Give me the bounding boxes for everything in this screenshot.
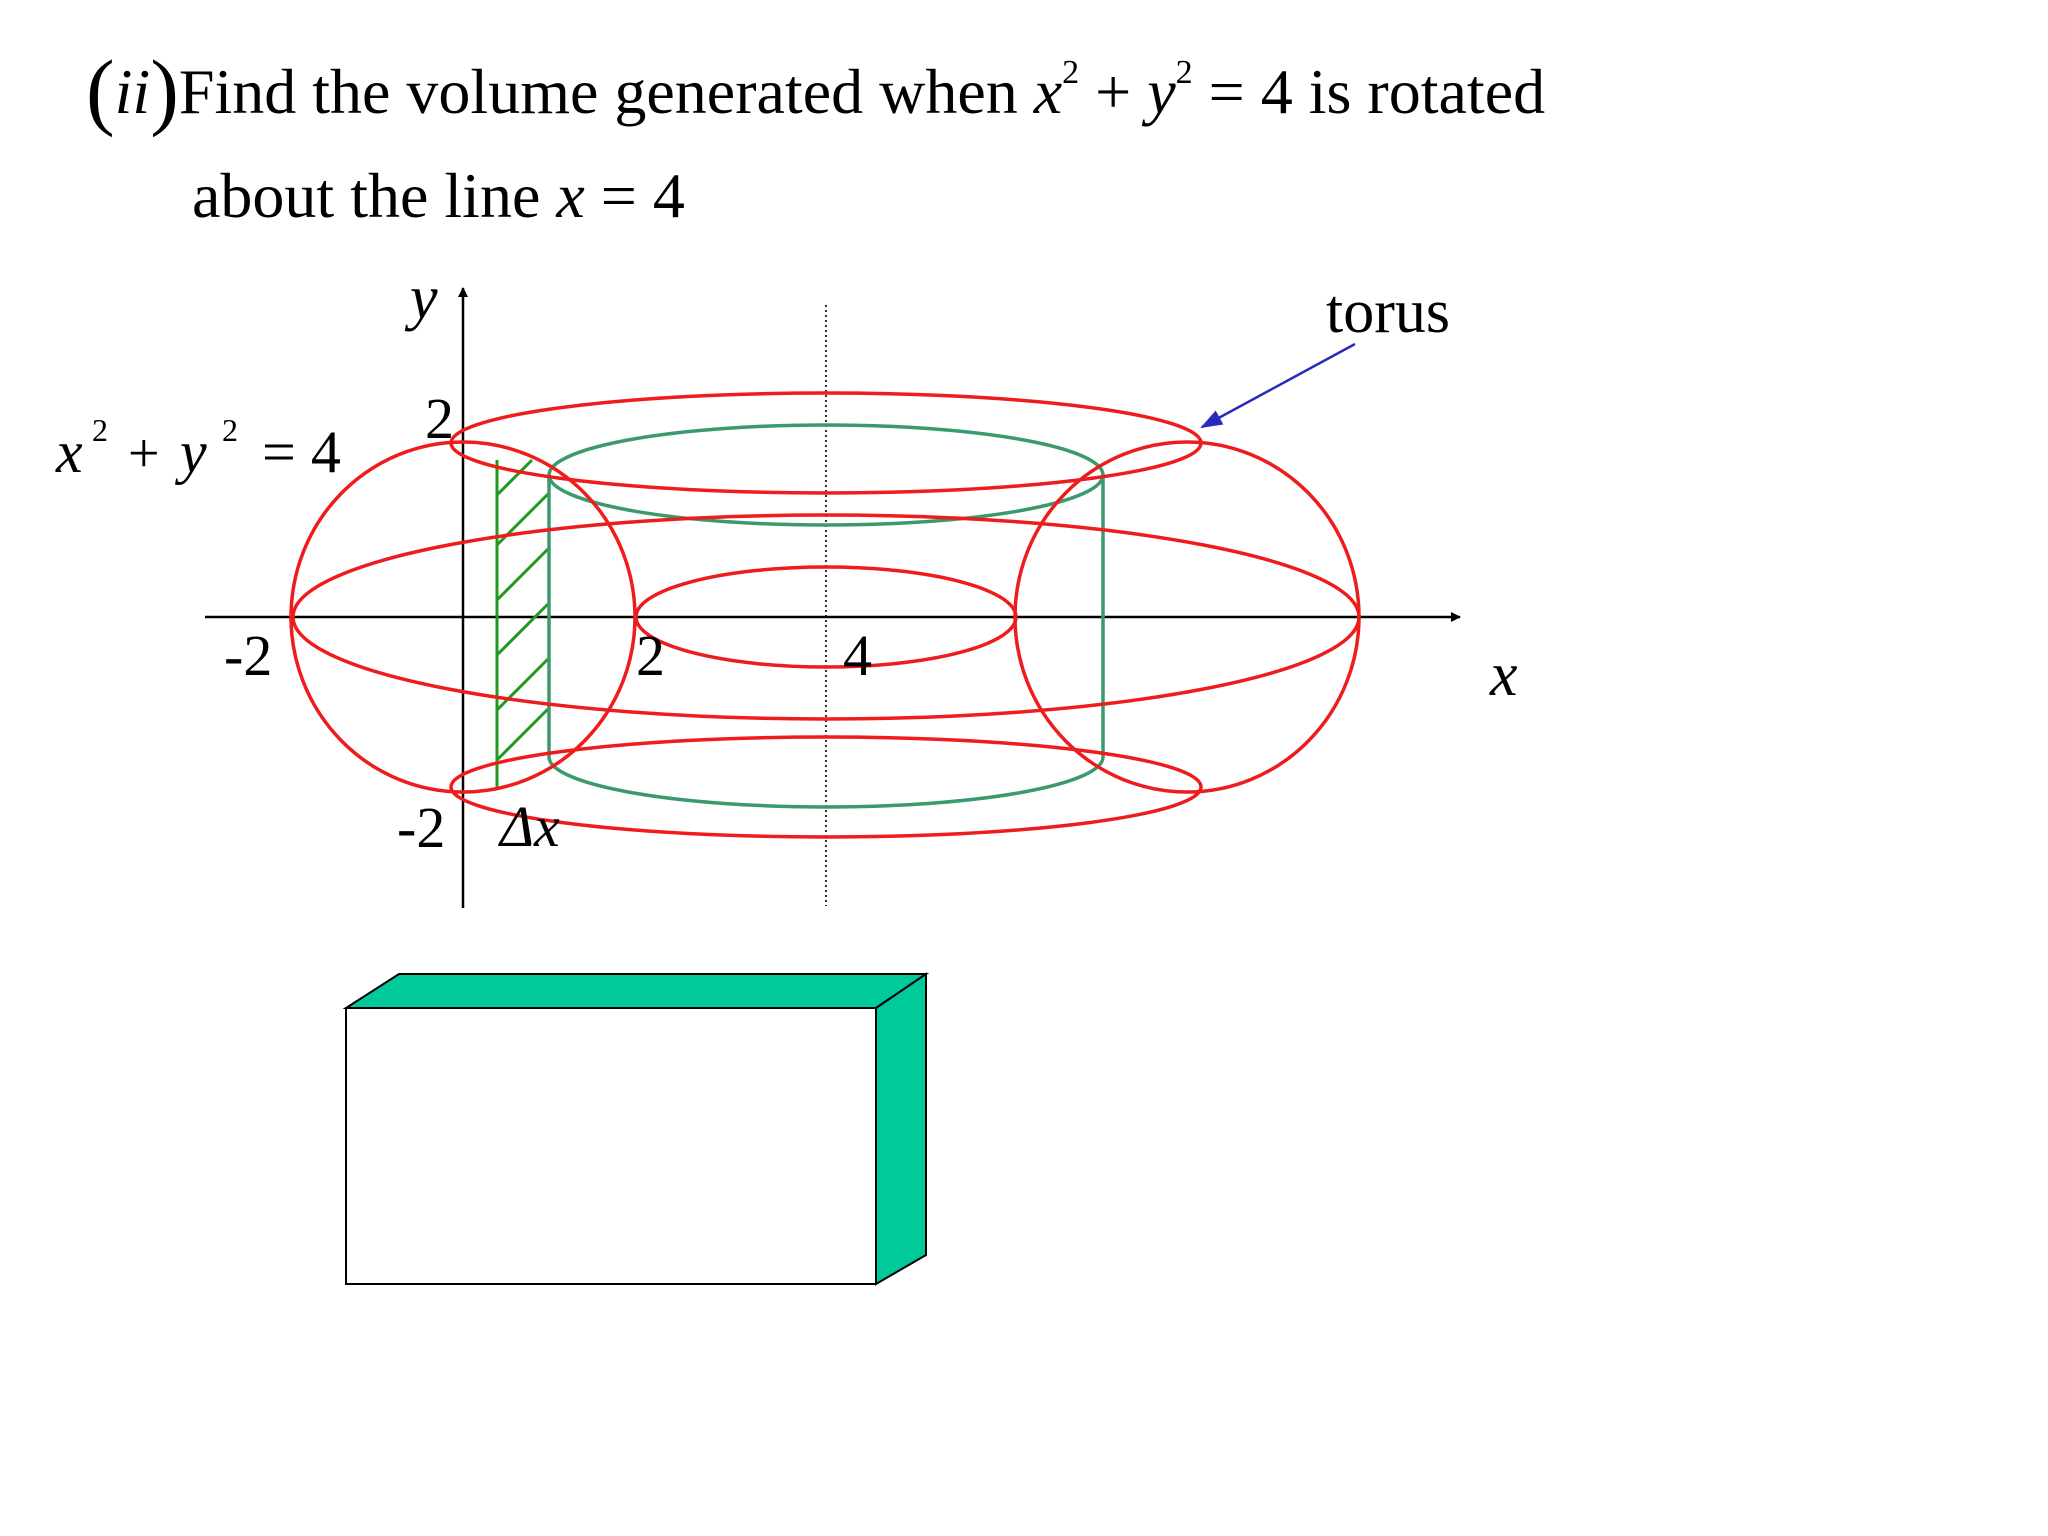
x-axis-label: x (1489, 641, 1518, 709)
part-label: ii (114, 56, 151, 127)
question-line-1: (ii)Find the volume generated when x2 + … (86, 40, 1545, 142)
box-side-face (875, 972, 927, 1286)
y-axis-label: y (404, 264, 438, 332)
question-eq-exp1: 2 (1062, 54, 1080, 91)
hatch-line (495, 657, 550, 712)
circle-eq-exp1: 2 (92, 412, 108, 448)
circle-equation-label: x 2 + y 2 = 4 (55, 412, 341, 485)
torus-left-circle (289, 440, 637, 794)
hatch-line (495, 707, 550, 762)
circle-eq-rest: = 4 (262, 419, 341, 485)
question-line-2: about the line x = 4 (192, 146, 685, 246)
circle-eq-y: y (174, 419, 207, 485)
question-line2-prefix: about the line (192, 160, 557, 231)
hatch-line (495, 547, 550, 602)
question-eq-x: x (1033, 56, 1063, 127)
torus-pointer-arrow (1200, 342, 1356, 429)
circle-eq-plus: + (128, 423, 160, 485)
tick-label-y-bottom: -2 (397, 795, 445, 860)
question-eq-y: y (1147, 56, 1176, 127)
delta-x-label: Δx (498, 794, 560, 859)
question-suffix: is rotated (1292, 56, 1546, 127)
torus (289, 391, 1361, 839)
question-eq-plus: + (1079, 56, 1148, 127)
tick-label-y-top: 2 (425, 386, 454, 451)
box-front-face (345, 1007, 877, 1285)
hatch-line (495, 602, 550, 657)
question-prefix: Find the volume generated when (178, 56, 1034, 127)
torus-right-circle (1013, 440, 1361, 794)
tick-label-x-two: 2 (636, 623, 665, 688)
question-eq-exp2: 2 (1175, 54, 1193, 91)
shell-bottom-arc (547, 756, 1105, 809)
question-eq-rest: = 4 (1192, 56, 1293, 127)
hatch-line (495, 458, 534, 497)
circle-eq-exp2: 2 (222, 412, 238, 448)
torus-label: torus (1326, 278, 1450, 346)
open-paren: ( (86, 42, 115, 138)
tick-label-x-four: 4 (843, 623, 872, 688)
hatched-strip (495, 458, 550, 788)
question-line2-var: x (556, 160, 585, 231)
torus-top-ring (449, 391, 1203, 495)
circle-eq-x: x (55, 419, 83, 485)
torus-bottom-ring (449, 735, 1203, 839)
tick-label-x-minus-two: -2 (224, 623, 272, 688)
unrolled-shell-box (342, 972, 930, 1286)
close-paren: ) (150, 42, 179, 138)
question-line2-rest: = 4 (584, 160, 685, 231)
box-top-face (342, 973, 930, 1009)
